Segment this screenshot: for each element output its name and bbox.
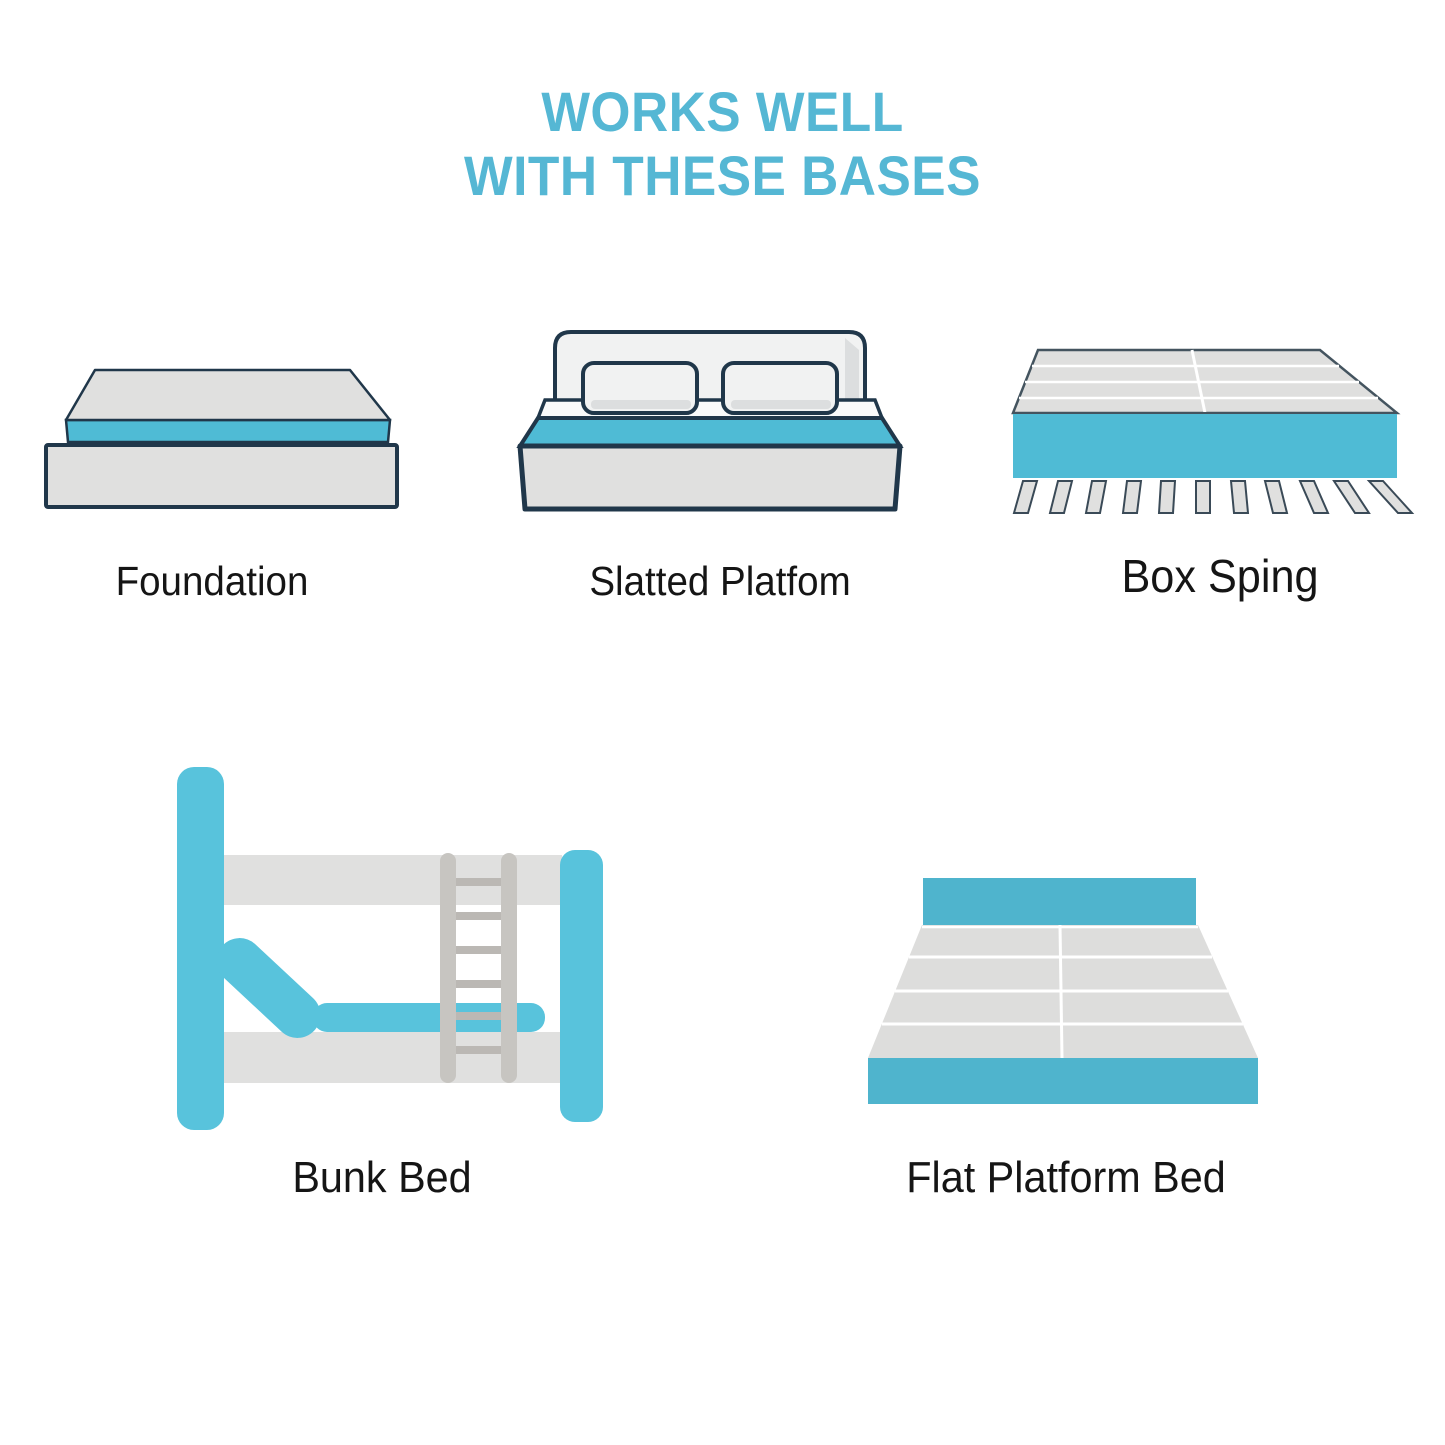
- flat-platform-bed-label: Flat Platform Bed: [906, 1153, 1226, 1202]
- tilted-mattress: [216, 938, 321, 1038]
- box-front: [1013, 413, 1397, 478]
- foundation-illustration: [44, 368, 399, 509]
- bunk-bed-illustration: [177, 767, 603, 1130]
- mattress-side: [64, 418, 392, 444]
- slatted-platform-label: Slatted Platfom: [589, 558, 851, 604]
- foundation-base: [44, 443, 399, 509]
- box-legs: [1012, 480, 1415, 514]
- foundation-figure: [40, 338, 400, 513]
- ladder-rail-right: [501, 853, 517, 1083]
- mattress-front: [516, 416, 904, 448]
- title-line-2: WITH THESE BASES: [464, 144, 981, 208]
- bunk-bed-figure: [172, 762, 612, 1134]
- ladder-rail-left: [440, 853, 456, 1083]
- mattress-top: [64, 368, 392, 422]
- box-spring-figure: [1005, 346, 1415, 516]
- headboard-shading: [845, 338, 859, 414]
- headboard: [923, 878, 1196, 925]
- right-post: [560, 850, 603, 1122]
- box-spring-illustration: [1011, 348, 1415, 514]
- slatted-platform-figure: [505, 322, 905, 514]
- flat-platform-bed-illustration: [868, 878, 1258, 1104]
- flat-platform-bed-figure: [862, 872, 1262, 1108]
- title-line-1: WORKS WELL: [541, 80, 904, 143]
- bunk-bed-label: Bunk Bed: [292, 1153, 472, 1202]
- foundation-label: Foundation: [115, 558, 309, 604]
- page-title: WORKS WELL WITH THESE BASES: [0, 80, 1445, 209]
- pillow-left-shading: [591, 400, 691, 409]
- slatted-platform-illustration: [516, 330, 904, 512]
- lower-mattress: [313, 1003, 545, 1032]
- left-post: [177, 767, 224, 1130]
- platform-base: [517, 443, 903, 512]
- box-top-slat-lines: [1019, 349, 1378, 414]
- box-spring-label: Box Sping: [1121, 550, 1319, 602]
- ladder-rungs: [452, 878, 506, 1054]
- slat-lines: [882, 924, 1243, 1059]
- pillow-right-shading: [731, 400, 831, 409]
- platform-front: [868, 1058, 1258, 1104]
